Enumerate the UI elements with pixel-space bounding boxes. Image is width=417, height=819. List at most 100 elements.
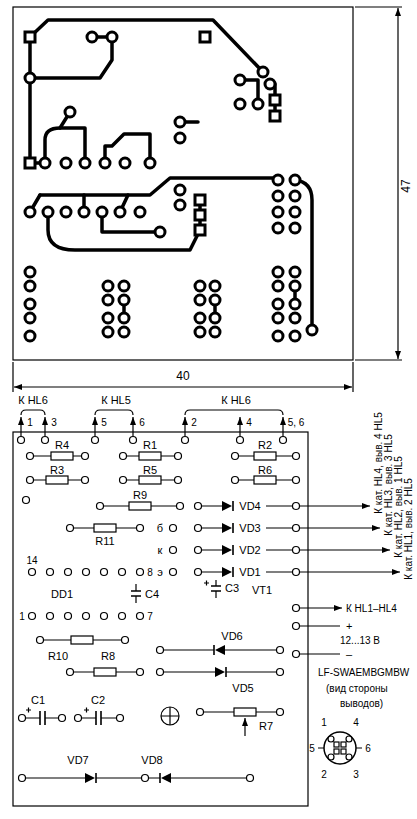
pad [195,569,202,576]
lead-arrow [300,607,342,608]
resistor-symbol [94,524,116,532]
pad [97,503,104,510]
track [40,178,278,195]
resistor-symbol [254,476,276,484]
led-chip [334,742,339,747]
pad [293,503,300,510]
pad [122,637,129,644]
pad [247,775,254,782]
pad [290,281,300,291]
pad [290,267,300,277]
pad [175,453,182,460]
pad [293,651,300,658]
pad [265,79,275,89]
pin-number: 7 [147,611,153,622]
diode-symbol [222,523,232,533]
pad [101,613,108,620]
square-pad [25,158,35,168]
part-label: VD7 [67,754,88,766]
pad [307,325,317,335]
part-label: R11 [95,535,114,547]
pad [182,437,189,444]
part-label: VD5 [232,682,253,694]
lead-arrow [300,549,390,550]
note-label: К кат. HL2, выв. 1 HL5 [393,456,404,558]
placement-pads [18,437,300,782]
pad [25,207,35,217]
part-label: R3 [50,464,64,476]
pad [237,437,244,444]
led-chip [334,749,339,754]
diode-bar [95,773,97,783]
pin-number: 14 [26,555,37,566]
pad [137,569,144,576]
led-pinout [318,732,362,764]
pad [137,525,144,532]
led-lead [328,736,334,742]
pcb-tracks [30,20,312,330]
resistor-symbol [139,452,161,460]
pad [157,647,164,654]
pad [61,158,71,168]
track [30,37,112,78]
pad [157,669,164,676]
pin-number: 4 [246,417,252,428]
pad [273,331,283,341]
pad [103,313,113,323]
pad [61,207,71,217]
pin-number: 2 [191,417,197,428]
resistor-symbol [71,636,93,644]
pad [130,437,137,444]
note-label: выводов) [340,698,383,709]
diode-symbols [85,501,233,783]
trimmer-symbol [234,708,256,716]
pad [175,117,185,127]
square-pad [195,225,205,235]
pad [137,669,144,676]
lead-arrow [44,417,45,436]
pad [103,295,113,305]
diode-bar [159,773,161,783]
diode-bar [232,501,234,577]
pad [175,477,182,484]
pad [119,569,126,576]
part-label: VD1 [239,566,260,578]
pad [290,299,300,309]
track [48,212,200,250]
connector-label: К HL6 [221,394,251,406]
pad [290,191,300,201]
led-lead [318,747,362,748]
capacitor-lead [22,717,62,718]
part-label: VT1 [252,584,272,596]
pad [120,477,127,484]
note-label: К кат. HL4, выв. 4 HL5 [373,412,384,514]
bracket [95,410,133,415]
pad [273,223,283,233]
pad [175,200,185,210]
pad [19,775,26,782]
square-pad [270,111,280,121]
note-label: К HL1–HL4 [346,603,397,614]
pad [47,569,54,576]
pad [290,175,300,185]
pad [101,569,108,576]
mounting-hole [161,707,179,725]
pcb-pads [25,32,317,341]
pad [65,569,72,576]
capacitor-symbol [40,711,45,725]
pad [170,547,177,554]
led-lead [346,754,352,760]
lead-arrow [300,571,400,572]
pad [19,715,26,722]
diode-symbol [215,645,225,655]
note-label: (вид стороны [326,683,388,694]
part-label: VD6 [221,630,242,642]
lead-arrow [282,417,283,436]
pad [145,158,155,168]
led-outline [324,732,356,764]
pad [277,709,284,716]
pad [115,207,125,217]
hole-cross [161,707,179,725]
pad [290,331,300,341]
terminal-label: – [346,648,352,660]
